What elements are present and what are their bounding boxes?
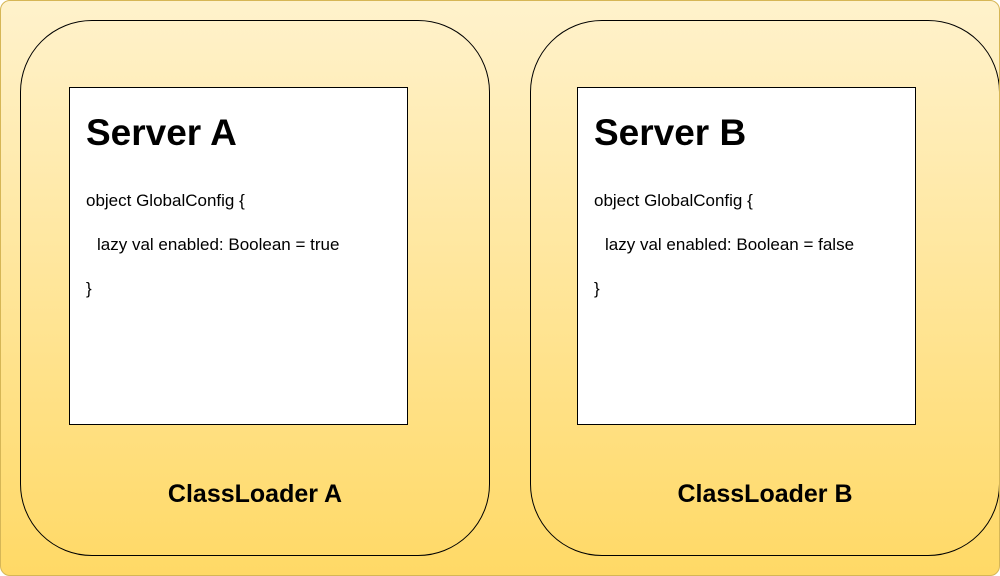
classloader-a-container: Server A object GlobalConfig { lazy val … xyxy=(20,20,490,556)
server-a-code-line-3: } xyxy=(86,279,92,298)
server-a-title: Server A xyxy=(86,112,237,153)
server-a-code-line-2: lazy val enabled: Boolean = true xyxy=(97,235,340,254)
server-b-title: Server B xyxy=(594,112,747,153)
classloader-b-container: Server B object GlobalConfig { lazy val … xyxy=(530,20,999,556)
server-b-code-line-3: } xyxy=(594,279,600,298)
server-a-box: Server A object GlobalConfig { lazy val … xyxy=(69,87,408,425)
server-a-code-line-1: object GlobalConfig { xyxy=(86,191,245,210)
server-b-code-line-1: object GlobalConfig { xyxy=(594,191,753,210)
classloader-a-label: ClassLoader A xyxy=(167,480,343,508)
server-b-code-line-2: lazy val enabled: Boolean = false xyxy=(605,235,855,254)
server-b-box: Server B object GlobalConfig { lazy val … xyxy=(577,87,916,425)
classloader-b-label: ClassLoader B xyxy=(677,480,853,508)
